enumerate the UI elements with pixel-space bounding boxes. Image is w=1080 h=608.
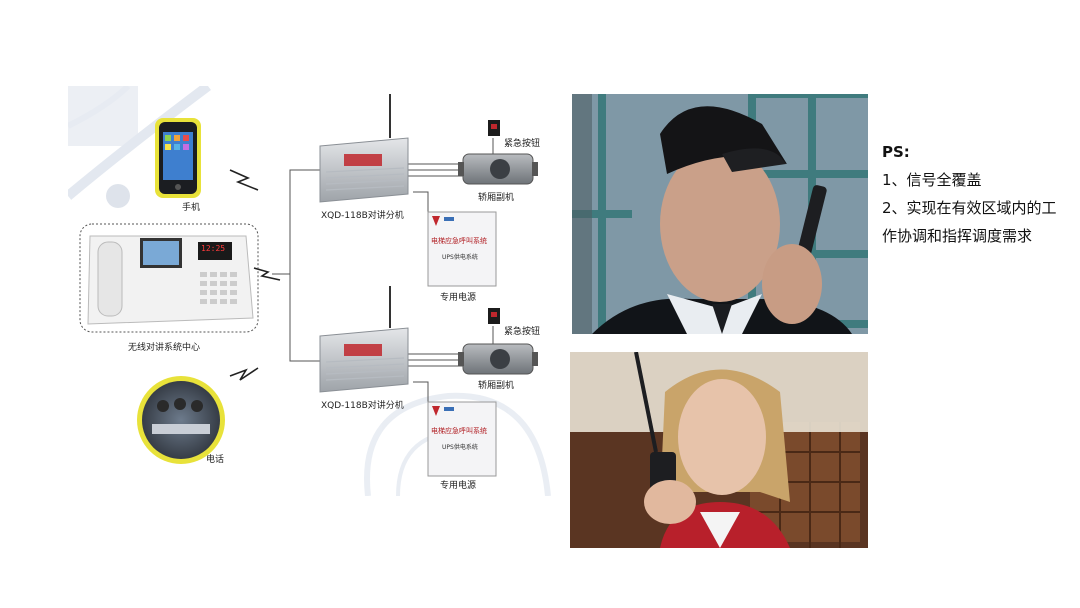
emergency-button-icon-1 [488,120,500,136]
center-label: 无线对讲系统中心 [128,343,201,353]
ps-notes: PS: 1、信号全覆盖 2、实现在有效区域内的工 作协调和指挥调度需求 [882,138,1072,250]
car-unit-device-1 [458,153,538,185]
power-supply-box-1 [427,211,497,287]
ps-title: PS: [882,143,910,161]
power-box-sub-1: UPS供电系统 [442,254,478,261]
intercom-extension-unit-2 [319,286,409,393]
power-box-sub-2: UPS供电系统 [442,444,478,451]
ps-line-3: 作协调和指挥调度需求 [882,227,1033,245]
emergency-button-icon-2 [488,308,500,324]
splitter-label-2: XQD-118B对讲分机 [321,401,404,411]
center-dotted-frame [79,223,259,333]
telephone-operators-image [137,376,225,464]
mobile-phone-icon [155,118,201,198]
splitter-label-1: XQD-118B对讲分机 [321,211,404,221]
connection-lines [272,138,494,404]
power-supply-box-2 [427,401,497,477]
ps-line-2: 2、实现在有效区域内的工 [882,199,1057,217]
ps-line-1: 1、信号全覆盖 [882,171,982,189]
power-box-title-2: 电梯应急呼叫系统 [431,427,487,435]
intercom-extension-unit-1 [319,94,409,203]
car-unit-label-2: 轿厢副机 [478,381,515,391]
power-label-1: 专用电源 [440,293,477,303]
device-screen-readout: 12:25 [201,244,226,253]
telephone-label: 电话 [206,455,225,465]
system-diagram: 手机 无线对讲系统中心 电话 XQD-118B对讲分机 XQD-118B对讲分机… [64,82,558,497]
power-label-2: 专用电源 [440,481,477,491]
diagram-graphics [64,82,551,497]
receptionist-radio-photo [570,352,868,548]
phone-label: 手机 [182,203,201,213]
emergency-label-2: 紧急按钮 [504,327,541,337]
power-box-title-1: 电梯应急呼叫系统 [431,237,487,245]
security-guard-photo [572,94,868,334]
emergency-label-1: 紧急按钮 [504,139,541,149]
car-unit-device-2 [458,343,538,375]
car-unit-label-1: 轿厢副机 [478,193,515,203]
wireless-signal-icon [229,169,281,381]
intercom-center-device [87,235,254,325]
background-swirl [64,82,551,497]
